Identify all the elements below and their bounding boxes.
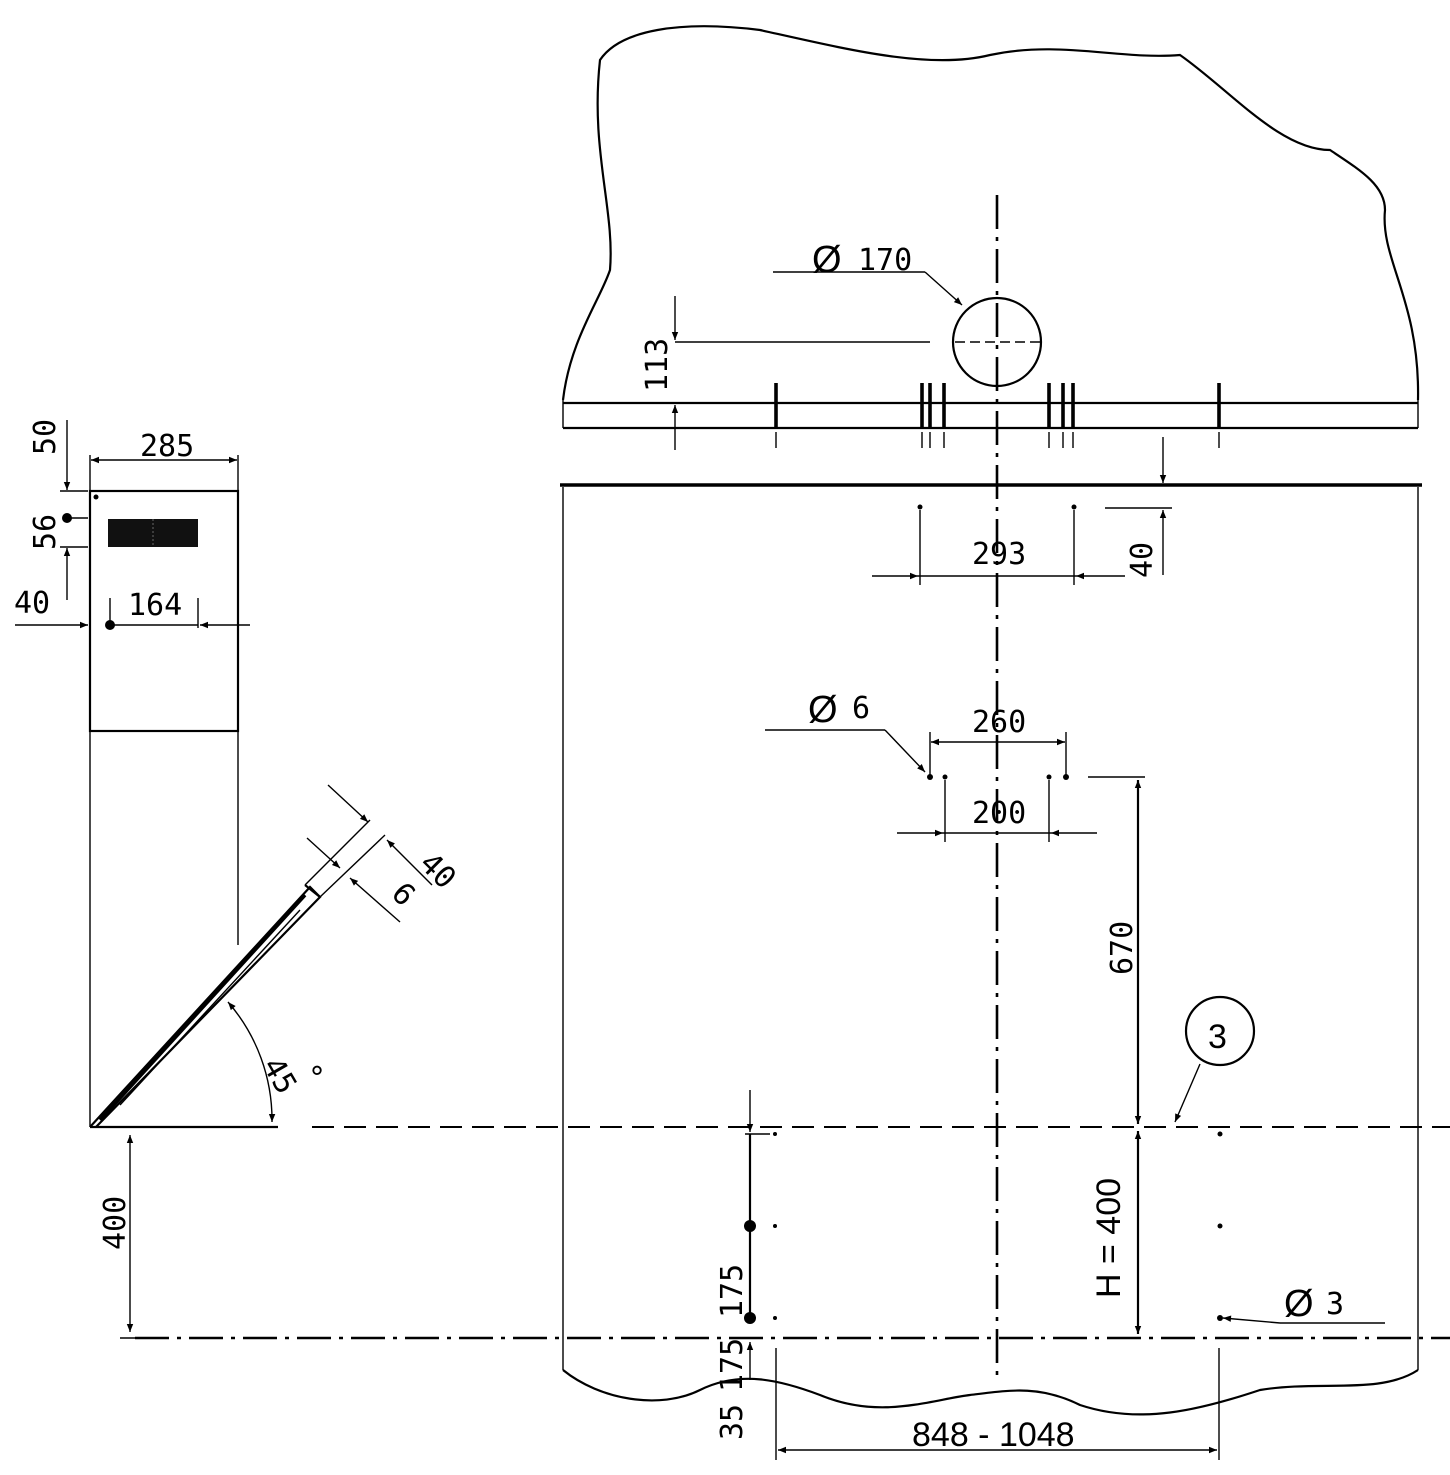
- dim-400-left: 400: [98, 1196, 133, 1250]
- duct-hole: [951, 296, 1043, 388]
- dim-35: 35: [715, 1404, 750, 1440]
- wall-outline-bottom: [562, 1369, 1419, 1416]
- dim-56: 56: [28, 514, 63, 550]
- angle-label: 45: [255, 1052, 303, 1101]
- reference-balloon: [1184, 995, 1256, 1067]
- dim-6-hole: 6: [852, 691, 870, 726]
- reference-3: 3: [1208, 1018, 1227, 1056]
- dim-175-b: 175: [715, 1338, 750, 1392]
- dim-3-hole: 3: [1326, 1287, 1344, 1322]
- side-view: 45 ° 285 50 56 40 164 40 6: [14, 419, 463, 1339]
- dim-170: 170: [858, 243, 912, 278]
- angle-arc: [227, 1001, 276, 1123]
- dia-symbol-6: Ø: [808, 689, 838, 731]
- dim-164: 164: [128, 588, 182, 623]
- front-view: Ø 170 113 40 293 Ø 6: [135, 25, 1450, 1460]
- dim-40-left: 40: [14, 586, 50, 621]
- dim-175-a: 175: [715, 1264, 750, 1318]
- dim-285: 285: [140, 429, 194, 464]
- slab-marks: [774, 383, 1221, 448]
- hood-chimney-upper: [88, 489, 240, 733]
- dim-6-diag: 6: [384, 876, 422, 914]
- dim-range: 848 - 1048: [912, 1416, 1075, 1454]
- dia-symbol-3: Ø: [1284, 1283, 1314, 1325]
- dim-113: 113: [640, 338, 675, 392]
- hood-chimney-lower: [89, 731, 239, 1127]
- dim-293: 293: [972, 537, 1026, 572]
- dim-h400: H = 400: [1090, 1178, 1128, 1298]
- dim-260: 260: [972, 705, 1026, 740]
- dim-40-right: 40: [1125, 542, 1160, 578]
- dim-50: 50: [28, 419, 63, 455]
- dia-symbol-170: Ø: [812, 239, 842, 281]
- dim-670: 670: [1105, 921, 1140, 975]
- wall-outline-top: [561, 25, 1420, 401]
- degree-symbol: °: [308, 1061, 326, 1096]
- dim-200: 200: [972, 796, 1026, 831]
